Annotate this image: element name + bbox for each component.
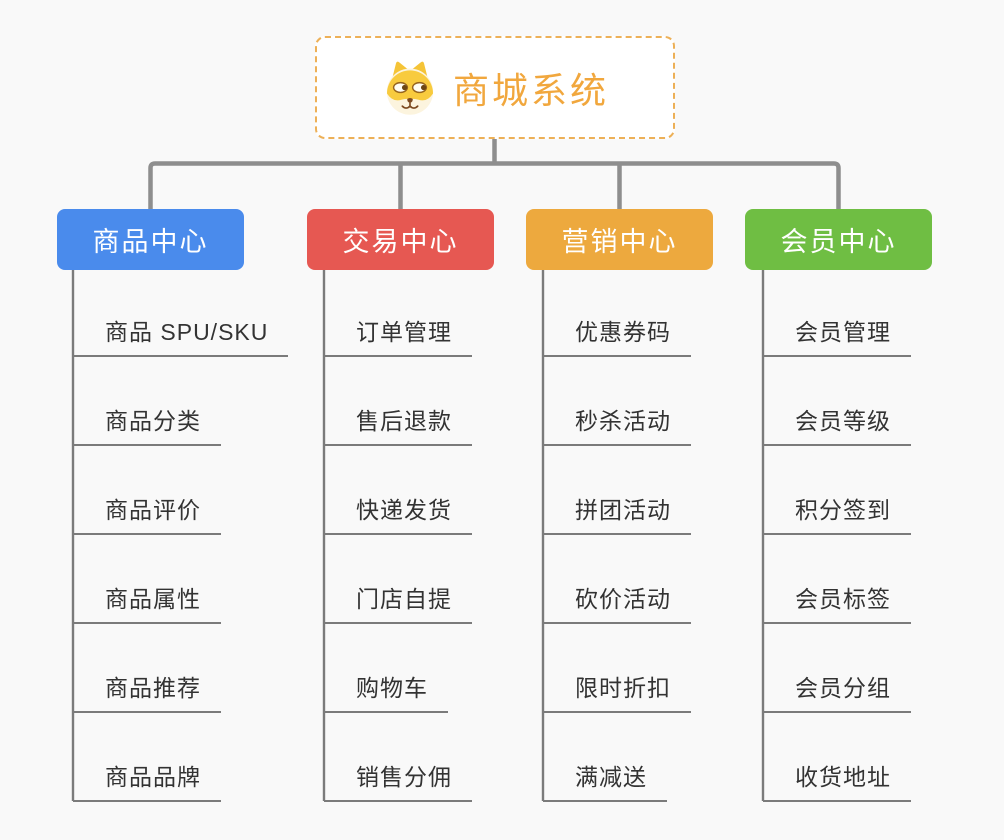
child-topic[interactable]: 优惠券码 [543,315,691,357]
branch-label: 会员中心 [780,227,897,257]
child-topic[interactable]: 限时折扣 [543,671,691,713]
child-topic[interactable]: 拼团活动 [543,493,691,535]
child-topic[interactable]: 会员管理 [763,315,911,357]
root-node[interactable]: 商城系统 [315,36,675,139]
branch-label: 交易中心 [342,227,459,257]
child-topic[interactable]: 秒杀活动 [543,404,691,446]
child-topic[interactable]: 会员等级 [763,404,911,446]
branch-node-marketing-center[interactable]: 营销中心 [526,209,713,270]
child-topic[interactable]: 满减送 [543,760,667,802]
child-topic[interactable]: 门店自提 [324,582,472,624]
child-topic[interactable]: 商品属性 [73,582,221,624]
child-topic[interactable]: 售后退款 [324,404,472,446]
branch-label: 营销中心 [561,227,678,257]
child-topic[interactable]: 快递发货 [324,493,472,535]
child-topic[interactable]: 订单管理 [324,315,472,357]
child-topic[interactable]: 积分签到 [763,493,911,535]
branch-label: 商品中心 [92,227,209,257]
child-topic[interactable]: 商品推荐 [73,671,221,713]
child-topic[interactable]: 会员分组 [763,671,911,713]
child-topic[interactable]: 收货地址 [763,760,911,802]
branch-node-member-center[interactable]: 会员中心 [745,209,932,270]
child-topic[interactable]: 商品评价 [73,493,221,535]
root-title: 商城系统 [452,69,609,111]
child-topic[interactable]: 商品 SPU/SKU [73,315,289,357]
child-topic[interactable]: 购物车 [324,671,448,713]
child-topic[interactable]: 商品品牌 [73,760,221,802]
child-topic[interactable]: 商品分类 [73,404,221,446]
child-topic[interactable]: 砍价活动 [543,582,691,624]
dog-face-icon [386,61,434,115]
child-topic[interactable]: 销售分佣 [324,760,472,802]
branch-node-product-center[interactable]: 商品中心 [57,209,244,270]
child-topic[interactable]: 会员标签 [763,582,911,624]
branch-node-trade-center[interactable]: 交易中心 [307,209,494,270]
